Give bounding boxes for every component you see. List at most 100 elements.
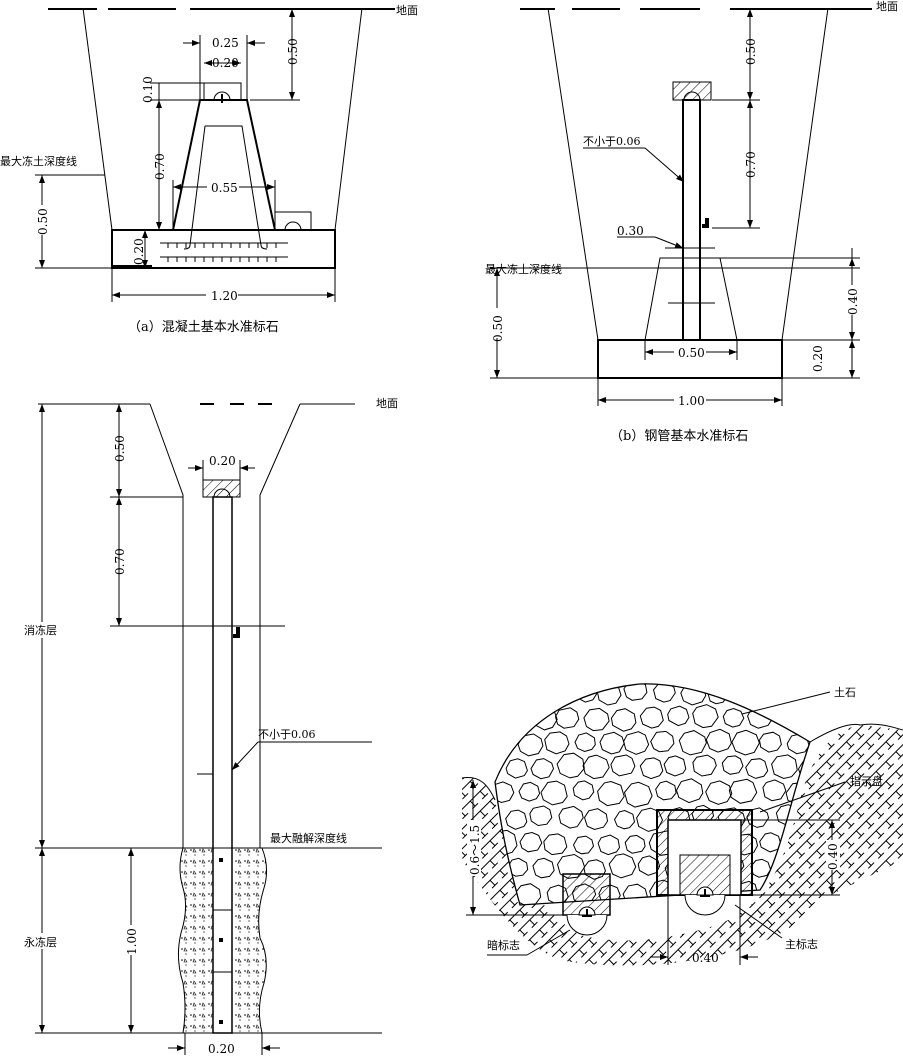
dim-box-width: 0.40: [692, 951, 719, 965]
rock: [637, 855, 661, 876]
dim-pipe-height: 0.70: [744, 151, 758, 178]
benchmark-head-icon: [683, 91, 701, 101]
rock: [610, 708, 637, 732]
trench-left-wall: [547, 7, 599, 341]
rock: [610, 754, 636, 777]
rock: [663, 755, 687, 777]
pipe-segments: [213, 909, 232, 973]
trench-right-wall: [334, 7, 363, 231]
mark-plate-icon: [233, 627, 240, 638]
dim-depth-top: 0.50: [286, 38, 300, 65]
dim-bottom-width: 0.20: [208, 1042, 235, 1056]
rock: [519, 831, 543, 853]
rock: [540, 780, 568, 806]
min-spacing-label-b: 不小于0.06: [583, 135, 641, 148]
dim-box-height: 0.40: [826, 843, 840, 870]
rock: [721, 755, 744, 775]
rock: [728, 778, 758, 804]
rock: [759, 832, 782, 853]
rock: [785, 683, 810, 703]
benchmark-head-icon: [213, 91, 231, 101]
dim-base-height: 0.20: [811, 345, 825, 372]
ground-surface: [461, 723, 903, 801]
rock: [623, 683, 648, 701]
hole-left-wall: [149, 403, 184, 848]
dim-mark-height: 0.70: [113, 548, 127, 575]
rock: [760, 684, 783, 705]
concrete-pillar: [171, 99, 277, 231]
rock: [678, 730, 707, 756]
rock: [800, 704, 810, 730]
rock: [731, 729, 760, 756]
dim-cap-height: 0.10: [141, 76, 155, 103]
label-bg: [206, 288, 238, 302]
rock: [771, 754, 798, 780]
main-mark-pin: [700, 889, 710, 897]
rock: [623, 781, 653, 808]
ground-label-a: 地面: [396, 4, 418, 17]
rock: [504, 704, 529, 727]
base-rebars: [160, 242, 288, 258]
dim-cone-width: 0.50: [678, 346, 705, 360]
rock: [692, 754, 717, 777]
rock: [572, 835, 595, 855]
rock: [655, 780, 677, 801]
rock: [599, 731, 625, 755]
rock: [731, 683, 759, 704]
hidden-mark-pin: [582, 909, 592, 917]
drawing-d-buried-marks: 0.6～1.5 0.40 0.40 土石 指示盘 暗标志 主标志: [461, 683, 903, 966]
trench-right-wall: [781, 7, 829, 341]
rock: [608, 853, 637, 879]
rock: [758, 731, 782, 753]
dim-cone-height: 0.40: [846, 288, 860, 315]
rock: [574, 732, 596, 753]
soil-stone-label: 土石: [834, 686, 856, 699]
rock: [495, 829, 518, 856]
thaw-line-label: 最大融解深度线: [270, 831, 347, 845]
rock: [532, 857, 555, 879]
trench-left-wall: [82, 7, 113, 231]
rock: [652, 683, 676, 703]
inner-rebar: [183, 125, 268, 250]
steel-pipe: [682, 99, 701, 341]
dim-permafrost-height: 1.00: [125, 928, 139, 955]
rock: [705, 780, 733, 805]
rock: [572, 780, 595, 801]
label-bg: [22, 622, 62, 638]
rock: [558, 805, 584, 829]
pipe-cap: [672, 81, 712, 101]
rock: [543, 833, 568, 856]
frost-line-label-a: 最大冻土深度线: [0, 154, 77, 168]
rock: [692, 704, 719, 729]
rock: [505, 809, 528, 830]
rock: [583, 707, 610, 732]
rock: [530, 758, 555, 780]
dim-pillar-height: 0.70: [153, 153, 167, 180]
hatched-ground: [462, 725, 903, 966]
mark-plate-icon: [702, 218, 709, 228]
rock: [623, 731, 650, 755]
rock: [675, 778, 704, 804]
rock: [639, 757, 664, 780]
rock: [762, 779, 787, 802]
label-bg: [467, 820, 481, 876]
rock: [529, 805, 553, 827]
rock: [667, 705, 690, 727]
label-bg: [36, 205, 50, 235]
rock: [582, 754, 610, 780]
rock: [495, 731, 514, 753]
label-bg: [491, 308, 505, 338]
dim-frost-depth: 0.50: [36, 208, 50, 235]
rock: [554, 707, 580, 729]
stone-mound: [494, 683, 811, 906]
base-edge-mark: [112, 265, 152, 268]
label-bg: [674, 345, 706, 359]
rock: [613, 809, 636, 830]
rock: [517, 733, 544, 757]
hidden-mark-label: 暗标志: [487, 938, 520, 952]
main-mark-label: 主标志: [785, 937, 818, 951]
rock: [597, 834, 621, 856]
steel-pipe: [212, 496, 233, 1034]
ground-label-c: 地面: [376, 397, 398, 410]
